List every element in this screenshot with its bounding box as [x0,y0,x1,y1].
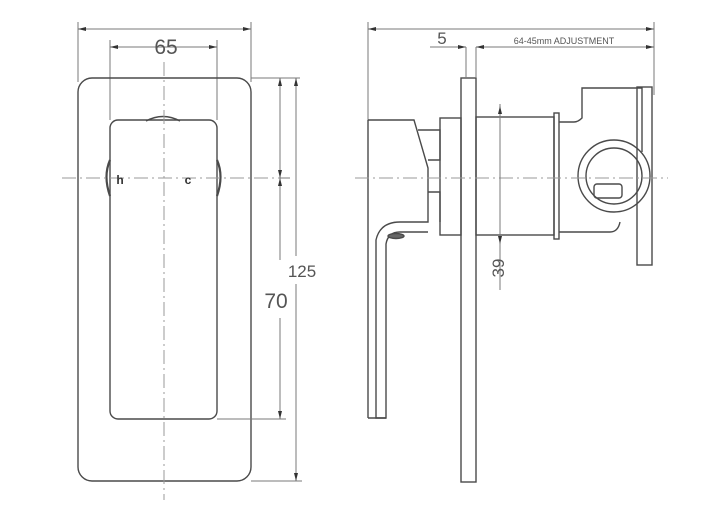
dim-65-label: 65 [154,36,177,59]
dim-overall-height: 125 [251,78,316,482]
dim-70-label: 70 [264,290,287,313]
dim-overall-depth [367,22,655,122]
dim-125-label: 125 [288,262,316,281]
dim-handle-offset: 39 [489,104,508,290]
diverter-ring-inner [585,147,643,205]
cold-label: c [185,173,192,187]
side-handle-body [368,119,429,419]
side-cover-plate [460,77,477,483]
hot-label: h [116,173,123,187]
handle-left-bump [105,159,112,197]
handle-top-bump [145,115,181,122]
dim-plate-thickness: 5 64-45mm ADJUSTMENT [430,29,654,49]
handle-grip-detail [387,232,405,240]
dim-inner-height: 70 [217,77,300,420]
dim-39-label: 39 [489,259,508,278]
diverter-ring-outer [577,139,651,213]
dim-5-label: 5 [437,29,446,48]
side-view: 5 64-45mm ADJUSTMENT [355,22,668,483]
dim-adjustment-label: 64-45mm ADJUSTMENT [514,36,615,46]
dim-inner-width: 65 [109,36,218,120]
handle-right-bump [215,159,222,197]
front-view: 65 h c 70 [62,22,316,500]
valve-body [475,116,555,236]
dim-overall-width [77,22,252,82]
mounting-bracket [636,86,653,266]
